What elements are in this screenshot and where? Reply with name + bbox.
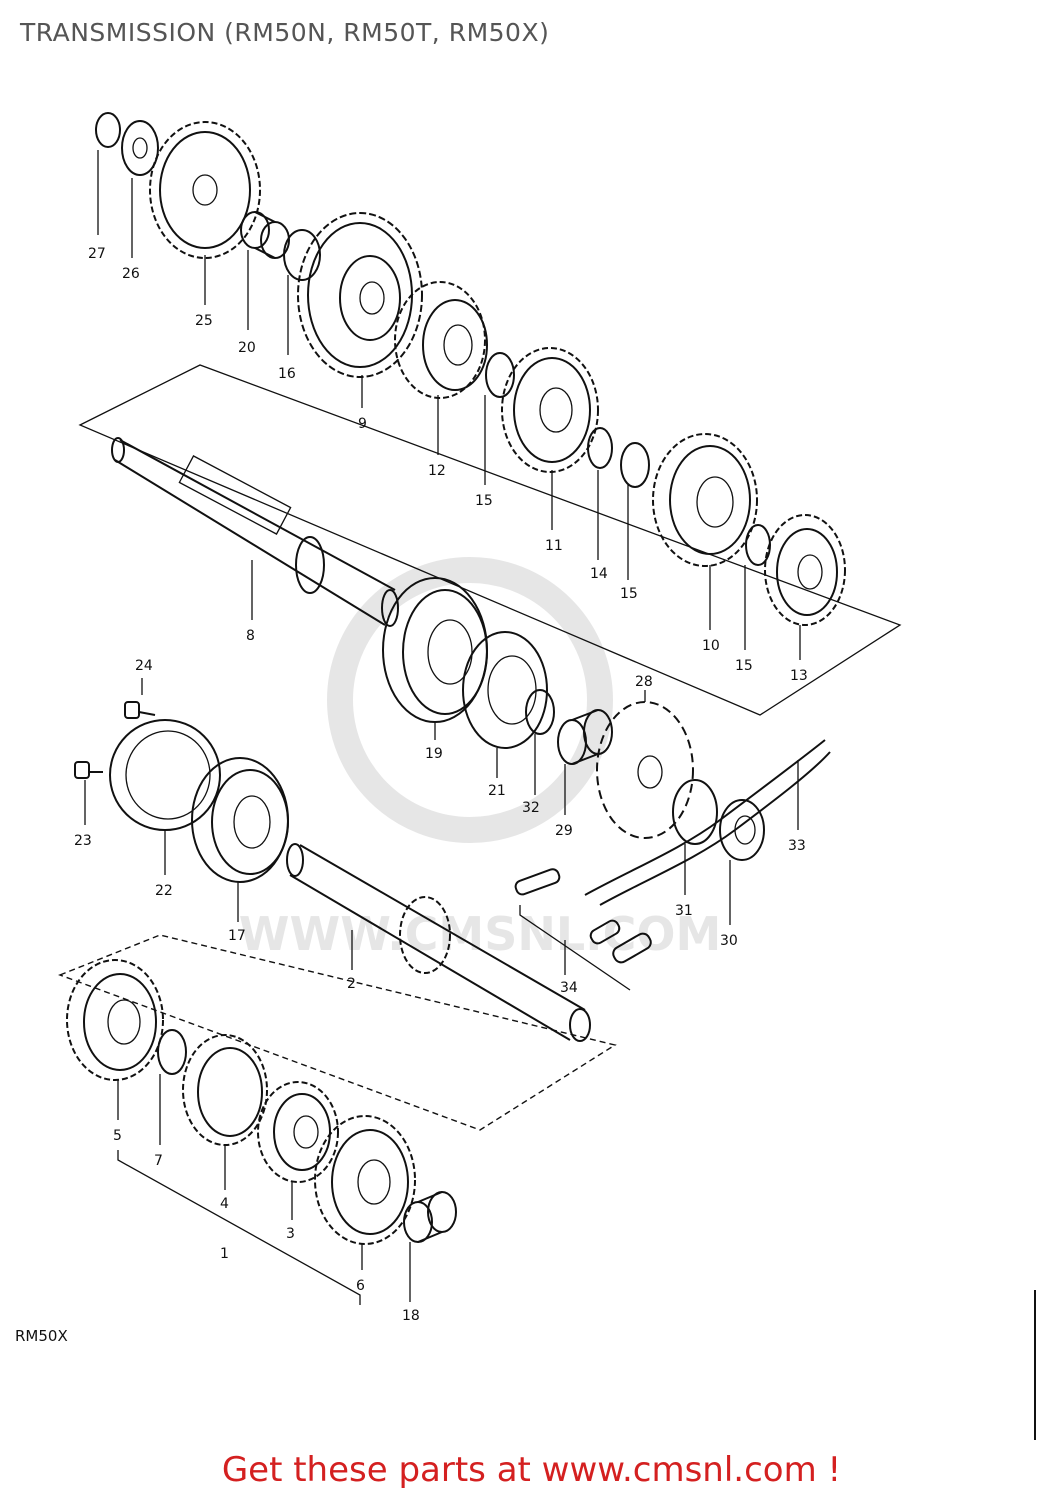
label-3: 3 xyxy=(286,1226,295,1242)
label-21: 21 xyxy=(488,783,506,799)
part-31-lock-washer xyxy=(672,779,718,845)
part-12-gear xyxy=(394,281,488,399)
part-13-gear xyxy=(764,514,846,626)
part-7-circlip xyxy=(157,1029,187,1075)
part-3-gear xyxy=(257,1081,339,1183)
part-20-bushing xyxy=(240,211,290,259)
label-8: 8 xyxy=(246,628,255,644)
part-22-bearing-retainer xyxy=(109,719,221,831)
label-2: 2 xyxy=(347,976,356,992)
page-title: TRANSMISSION (RM50N, RM50T, RM50X) xyxy=(20,18,550,47)
label-30: 30 xyxy=(720,933,738,949)
label-15-c: 15 xyxy=(735,658,753,674)
part-34-chain-joint xyxy=(514,868,652,991)
label-1: 1 xyxy=(220,1246,229,1262)
part-32-o-ring xyxy=(525,689,555,735)
part-23-screw xyxy=(74,761,103,779)
label-13: 13 xyxy=(790,668,808,684)
part-8-countershaft xyxy=(111,437,399,627)
part-27-ring xyxy=(95,112,121,148)
label-23: 23 xyxy=(74,833,92,849)
label-7: 7 xyxy=(154,1153,163,1169)
label-14: 14 xyxy=(590,566,608,582)
label-11: 11 xyxy=(545,538,563,554)
part-26-washer xyxy=(121,120,159,176)
part-2-driveshaft xyxy=(286,843,591,1042)
label-15-a: 15 xyxy=(475,493,493,509)
label-29: 29 xyxy=(555,823,573,839)
label-32: 32 xyxy=(522,800,540,816)
part-4-gear xyxy=(182,1034,268,1146)
part-15-circlip-c xyxy=(745,524,771,566)
part-17-bearing xyxy=(191,757,289,883)
label-22: 22 xyxy=(155,883,173,899)
part-11-gear xyxy=(501,347,599,473)
label-33: 33 xyxy=(788,838,806,854)
part-9-gear xyxy=(297,212,423,378)
part-14-washer xyxy=(587,427,613,469)
part-6-gear xyxy=(314,1115,416,1245)
driveshaft-group-box xyxy=(58,934,617,1131)
label-17: 17 xyxy=(228,928,246,944)
part-30-nut xyxy=(719,799,765,861)
part-16-washer xyxy=(283,229,321,281)
part-18-bushing xyxy=(403,1191,457,1243)
part-33-drive-chain xyxy=(584,739,831,906)
label-4: 4 xyxy=(220,1196,229,1212)
label-16: 16 xyxy=(278,366,296,382)
label-20: 20 xyxy=(238,340,256,356)
label-12: 12 xyxy=(428,463,446,479)
label-19: 19 xyxy=(425,746,443,762)
gear-set-1-bracket xyxy=(117,1150,361,1305)
part-29-spacer xyxy=(557,709,613,765)
part-15-circlip-b xyxy=(620,442,650,488)
label-24: 24 xyxy=(135,658,153,674)
countershaft-group-box xyxy=(78,364,902,716)
part-5-gear xyxy=(66,959,164,1081)
label-34: 34 xyxy=(560,980,578,996)
label-27: 27 xyxy=(88,246,106,262)
label-5: 5 xyxy=(113,1128,122,1144)
label-15-b: 15 xyxy=(620,586,638,602)
leader-lines xyxy=(84,150,801,1302)
watermark: WWW.CMSNL.COM xyxy=(239,557,722,961)
cta-link[interactable]: Get these parts at www.cmsnl.com ! xyxy=(221,1450,842,1490)
part-24-screw xyxy=(124,701,156,719)
label-6: 6 xyxy=(356,1278,365,1294)
part-21-oil-seal xyxy=(462,631,548,749)
part-15-circlip-a xyxy=(485,352,515,398)
part-25-gear xyxy=(149,121,261,259)
label-10: 10 xyxy=(702,638,720,654)
part-19-bearing xyxy=(382,577,488,723)
label-31: 31 xyxy=(675,903,693,919)
watermark-text: WWW.CMSNL.COM xyxy=(239,907,722,961)
label-9: 9 xyxy=(358,416,367,432)
label-28: 28 xyxy=(635,674,653,690)
label-26: 26 xyxy=(122,266,140,282)
label-18: 18 xyxy=(402,1308,420,1324)
exploded-parts-diagram: WWW.CMSNL.COM xyxy=(58,112,1036,1440)
part-10-gear xyxy=(652,433,758,567)
label-25: 25 xyxy=(195,313,213,329)
model-tag: RM50X xyxy=(15,1327,68,1345)
part-labels: 27 26 25 20 16 9 12 15 11 14 15 10 15 13… xyxy=(74,246,808,1324)
